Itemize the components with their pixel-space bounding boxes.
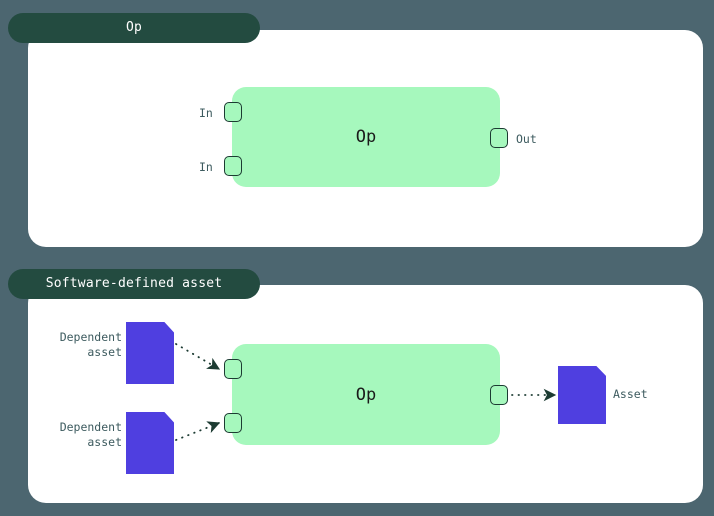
port-in-bottom-1[interactable] xyxy=(224,359,242,379)
dependent-asset-icon-2[interactable] xyxy=(126,412,174,474)
dependent-asset-label-1: Dependent asset xyxy=(59,330,122,359)
port-in-top-1[interactable] xyxy=(224,102,242,122)
port-in-top-1-label: In xyxy=(199,106,213,120)
asset-icon[interactable] xyxy=(558,366,606,424)
port-in-top-2[interactable] xyxy=(224,156,242,176)
op-node-top[interactable]: Op xyxy=(232,87,500,187)
port-out-bottom[interactable] xyxy=(490,385,508,405)
asset-label: Asset xyxy=(613,387,648,401)
dependent-asset-label-2: Dependent asset xyxy=(59,420,122,449)
port-out-top-label: Out xyxy=(516,132,537,146)
panel-tab-op[interactable]: Op xyxy=(8,13,260,43)
port-out-top[interactable] xyxy=(490,128,508,148)
dependent-asset-icon-1[interactable] xyxy=(126,322,174,384)
port-in-bottom-2[interactable] xyxy=(224,413,242,433)
op-node-bottom[interactable]: Op xyxy=(232,344,500,445)
op-node-bottom-label: Op xyxy=(355,384,377,405)
port-in-top-2-label: In xyxy=(199,160,213,174)
panel-tab-software-defined-asset[interactable]: Software-defined asset xyxy=(8,269,260,299)
op-node-top-label: Op xyxy=(355,127,377,147)
